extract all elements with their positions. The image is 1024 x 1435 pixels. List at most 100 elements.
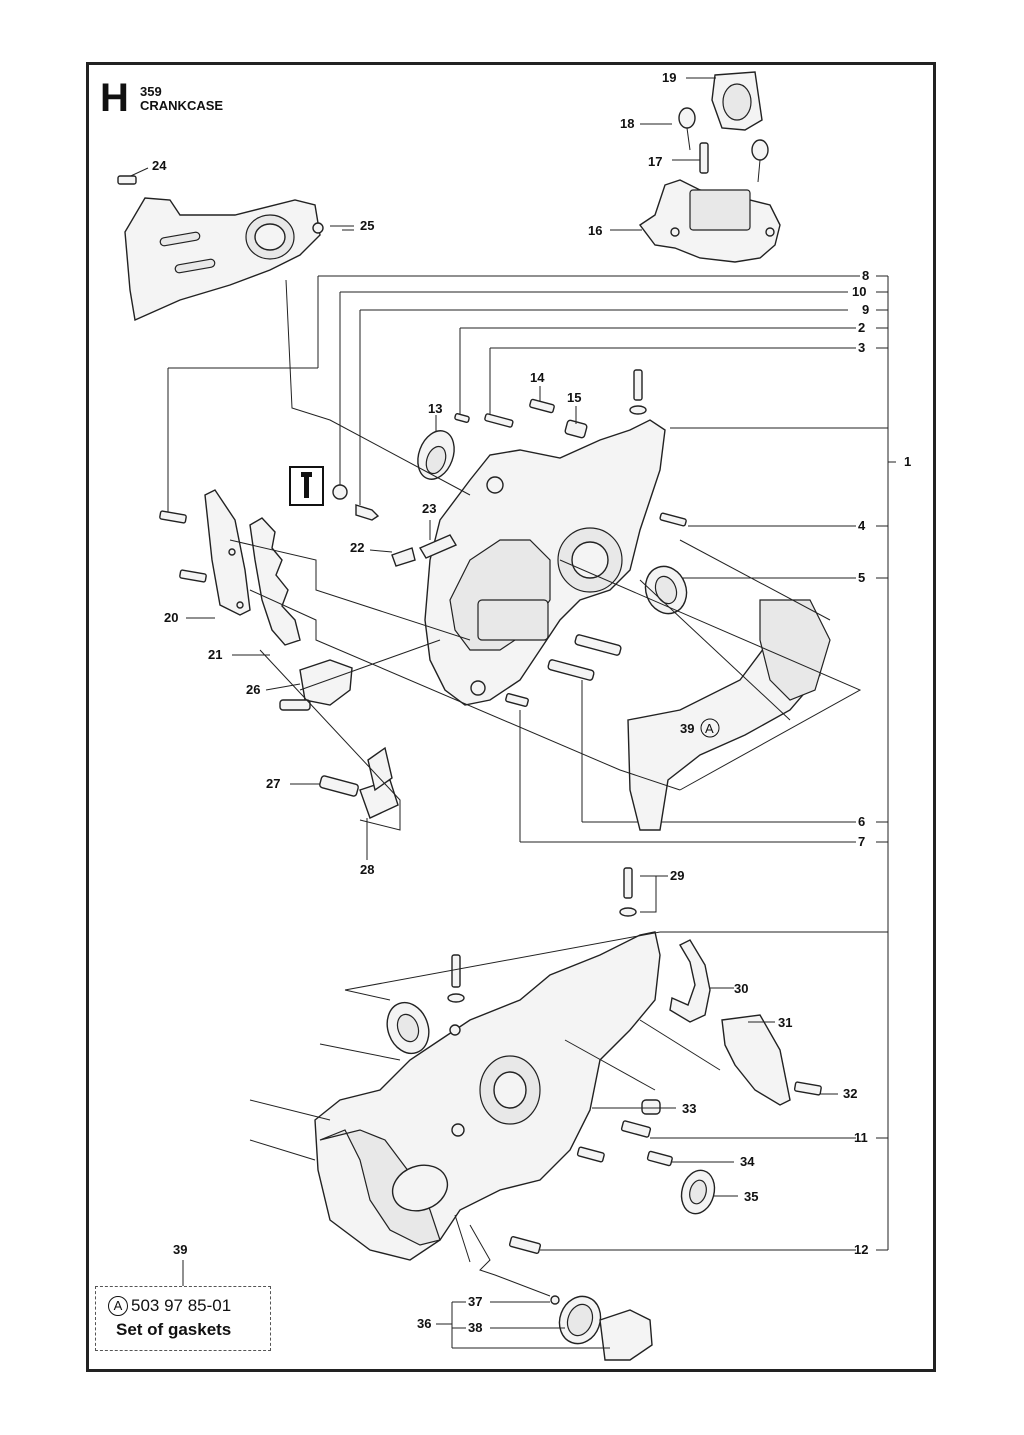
callout-34: 34	[740, 1154, 755, 1169]
callout-21: 21	[208, 647, 222, 662]
screw-12	[508, 1236, 542, 1254]
spring-23	[418, 534, 458, 559]
callout-3: 3	[858, 340, 865, 355]
brake-band-30	[669, 939, 711, 1023]
crankcase-lower-half	[314, 931, 661, 1261]
callout-39: 39	[680, 721, 694, 736]
callout-31: 31	[778, 1015, 792, 1030]
callout-8: 8	[862, 268, 869, 283]
bearing-5	[644, 565, 688, 615]
callout-32: 32	[843, 1086, 857, 1101]
callout-38: 38	[468, 1320, 482, 1335]
model-number: 359	[140, 84, 162, 99]
callout-27: 27	[266, 776, 280, 791]
valve-36	[558, 1295, 653, 1361]
screw-17	[699, 142, 709, 174]
callout-39-marker: A	[705, 721, 714, 736]
callout-labels: 1 2 3 4 5 6 7 8 9 10 11 12 13 14 15 16 1…	[152, 70, 911, 1335]
nut-33	[641, 1099, 661, 1115]
screw-left-20	[179, 569, 207, 583]
callout-13: 13	[428, 401, 442, 416]
callout-26: 26	[246, 682, 260, 697]
callout-7: 7	[858, 834, 865, 849]
callout-10: 10	[852, 284, 866, 299]
kit-description: Set of gaskets	[116, 1320, 232, 1339]
damper-top-right	[751, 139, 769, 183]
seal-35	[680, 1169, 716, 1215]
cylinder-cover-25	[124, 197, 324, 322]
callout-11: 11	[854, 1130, 868, 1145]
gasket-marker-circle	[700, 718, 720, 738]
seal-13	[417, 430, 455, 480]
pin-2	[454, 413, 470, 423]
screw-3	[484, 413, 514, 428]
callout-12: 12	[854, 1242, 868, 1257]
screw-14	[529, 398, 555, 414]
leader-lines	[186, 229, 838, 1197]
callout-29: 29	[670, 868, 684, 883]
kit-code: 503 97 85-01	[131, 1296, 232, 1315]
callout-35: 35	[744, 1189, 758, 1204]
section-title: CRANKCASE	[140, 98, 224, 113]
damper-22	[391, 547, 416, 567]
callout-20: 20	[164, 610, 178, 625]
kit-ref-number: 39	[173, 1242, 188, 1257]
callout-4: 4	[858, 518, 866, 533]
callout-25: 25	[360, 218, 374, 233]
callout-18: 18	[620, 116, 634, 131]
damper-18	[678, 107, 696, 151]
callout-16: 16	[588, 223, 602, 238]
callout-22: 22	[350, 540, 364, 555]
wrench-icon	[301, 472, 312, 498]
plate-28	[359, 746, 399, 819]
screw-24	[117, 175, 137, 185]
screw-34	[646, 1150, 673, 1167]
chain-tensioner-26	[279, 659, 353, 711]
callout-33: 33	[682, 1101, 696, 1116]
callout-15: 15	[567, 390, 581, 405]
cylinder-bolts-6	[547, 634, 622, 681]
construction-lines-upper	[229, 279, 862, 831]
bushing-15	[564, 419, 588, 439]
diagram-frame	[86, 62, 936, 1372]
pin-7	[505, 693, 529, 707]
callout-9: 9	[862, 302, 869, 317]
kit-marker: A	[108, 1296, 128, 1316]
chain-guard-21	[249, 517, 301, 646]
callout-19: 19	[662, 70, 676, 85]
handle-bracket-16	[638, 179, 781, 263]
rubber-buffer-19	[711, 71, 763, 131]
screw-29	[619, 867, 637, 917]
callout-5: 5	[858, 570, 865, 585]
reference-bracket	[167, 275, 896, 1251]
screw-32	[793, 1081, 822, 1096]
pin-4	[659, 512, 687, 527]
callout-6: 6	[858, 814, 865, 829]
screw-8	[159, 510, 187, 524]
tool-symbol	[289, 466, 324, 506]
callout-30: 30	[734, 981, 748, 996]
screw-11	[620, 1120, 652, 1138]
cable-37	[469, 1224, 560, 1305]
callout-17: 17	[648, 154, 662, 169]
callout-36: 36	[417, 1316, 431, 1331]
screw-lower-left	[447, 954, 465, 1003]
screw-lower-mid	[576, 1146, 605, 1163]
callout-1: 1	[904, 454, 911, 469]
callout-23: 23	[422, 501, 436, 516]
screw-27	[319, 775, 359, 797]
callout-28: 28	[360, 862, 374, 877]
chain-guard-20	[204, 489, 251, 616]
callout-24: 24	[152, 158, 167, 173]
cover-31	[721, 1014, 791, 1106]
gasket-39	[627, 599, 831, 831]
crankcase-upper-half	[424, 419, 666, 706]
screw-top-center	[629, 369, 647, 415]
nut-10	[332, 484, 348, 500]
callout-2: 2	[858, 320, 865, 335]
bearing-lower	[386, 1001, 430, 1055]
section-letter: H	[100, 76, 129, 120]
